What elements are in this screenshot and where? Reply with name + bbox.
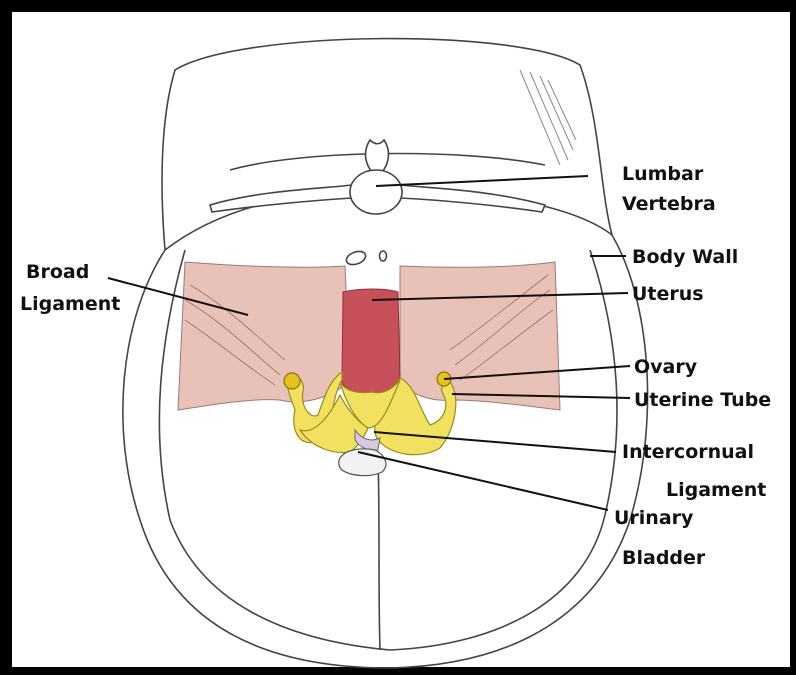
vertebra-transverse-processes xyxy=(210,185,352,212)
aorta xyxy=(345,249,368,267)
leader-lumbar-vertebra xyxy=(376,176,588,186)
label-intercornual-ligament: Ligament xyxy=(666,479,766,501)
label-lumbar: Lumbar xyxy=(622,163,704,185)
label-broad: Broad xyxy=(26,261,89,283)
ovary-left xyxy=(284,373,300,389)
label-vertebra: Vertebra xyxy=(622,193,716,215)
label-bladder: Bladder xyxy=(622,547,706,569)
label-ligament: Ligament xyxy=(20,293,120,315)
label-body-wall: Body Wall xyxy=(632,246,738,268)
label-intercornual: Intercornual xyxy=(622,441,754,463)
vertebra-body xyxy=(350,170,402,214)
leader-urinary-bladder xyxy=(358,452,608,510)
vertebra-transverse-processes-right xyxy=(400,185,545,212)
label-uterus: Uterus xyxy=(632,283,704,305)
hair-mark xyxy=(520,70,576,165)
lumbar-vertebra xyxy=(210,140,545,267)
label-ovary: Ovary xyxy=(634,356,698,378)
broad-ligament-sheet xyxy=(178,262,350,410)
abdominal-midline xyxy=(378,460,380,650)
vena-cava xyxy=(380,251,387,261)
label-urinary: Urinary xyxy=(614,507,694,529)
uterus-body xyxy=(342,289,400,393)
vertebra-spinous-process xyxy=(366,140,389,172)
label-uterine-tube: Uterine Tube xyxy=(634,389,771,411)
